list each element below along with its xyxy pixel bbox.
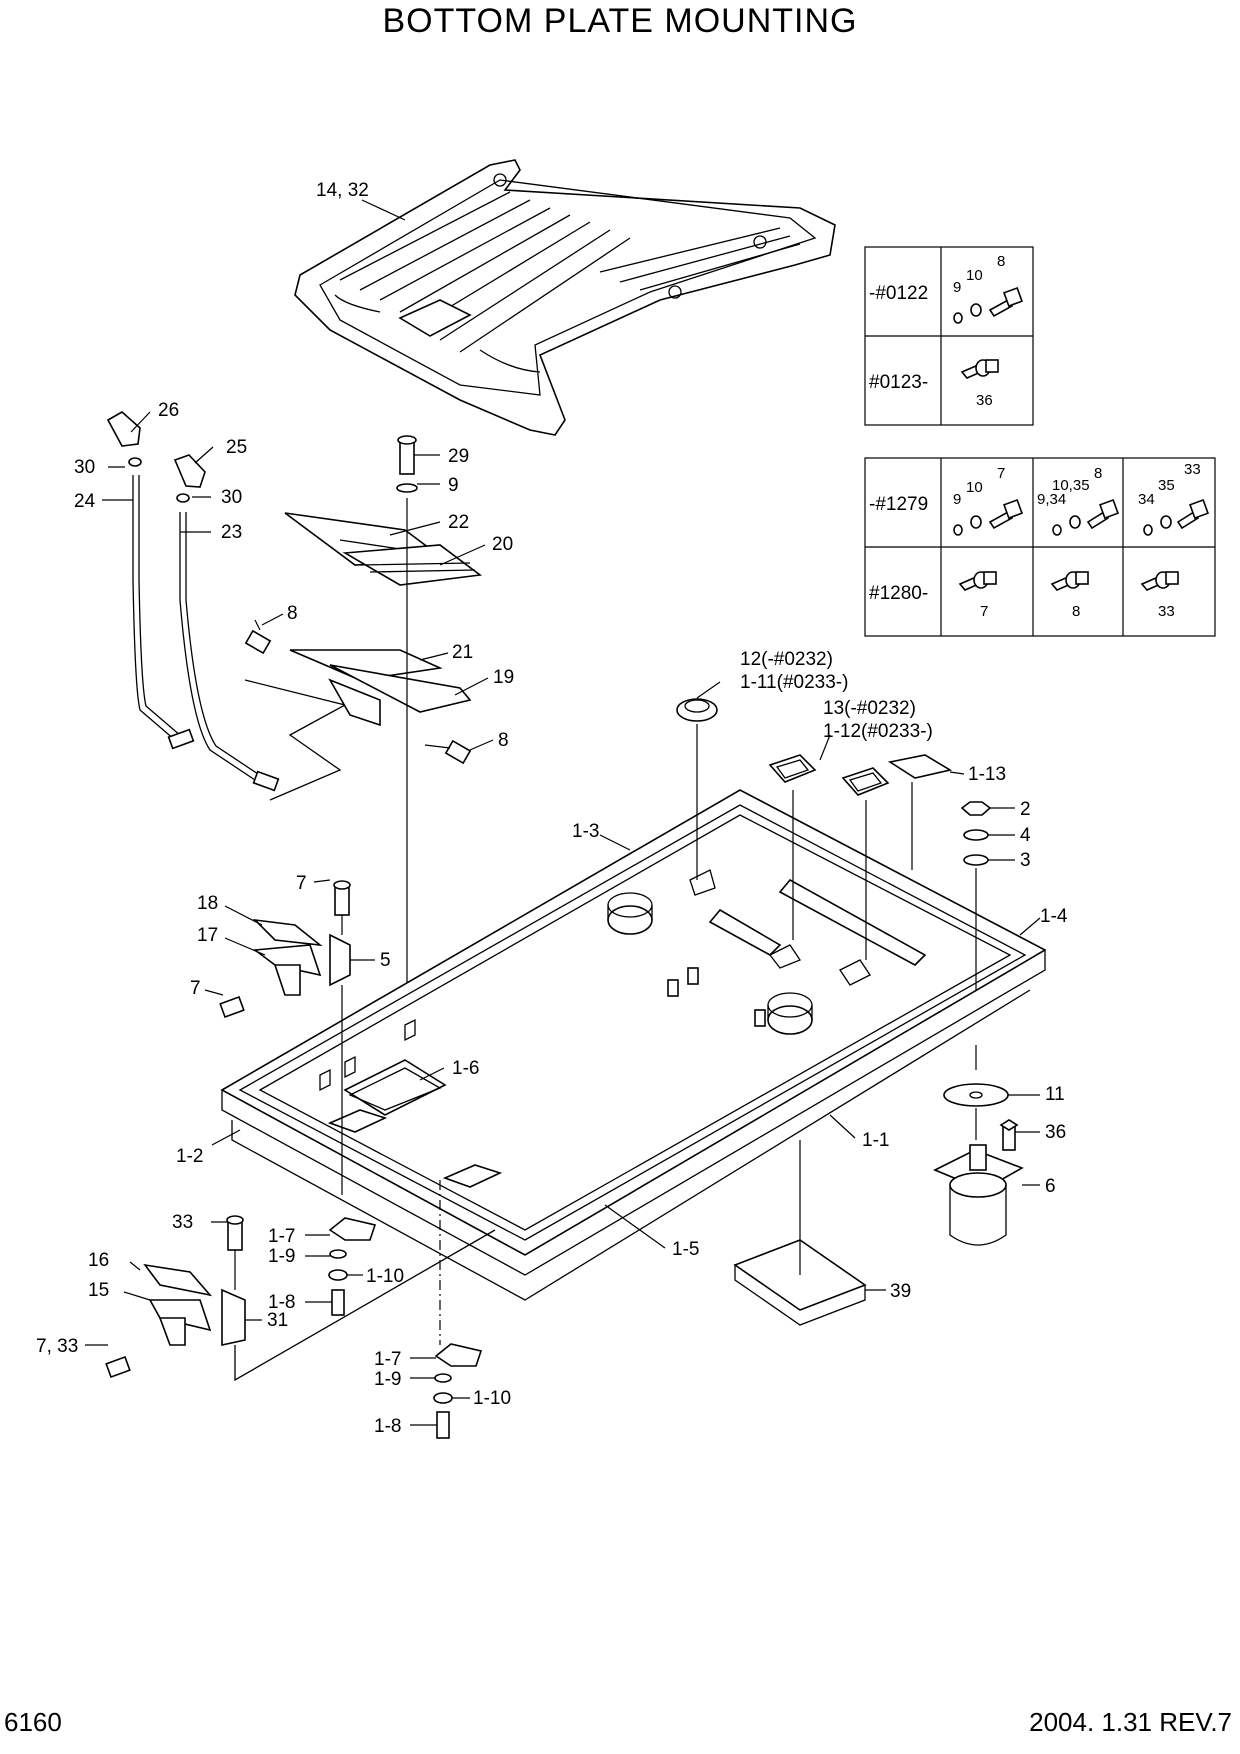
callout-1-2: 1-2 (176, 1146, 203, 1167)
callout-labels: 14, 32 26 25 30 30 24 23 29 9 22 20 8 21… (36, 180, 1068, 1437)
callout-6: 6 (1045, 1176, 1056, 1197)
table-b-r1-c1-lbl-2: 10 (966, 479, 983, 496)
callout-20: 20 (492, 534, 513, 555)
callout-1-3: 1-3 (572, 821, 599, 842)
callout-1-9a: 1-9 (268, 1246, 295, 1267)
serial-table-a: -#0122 #0123- 9 10 8 36 (864, 246, 1034, 426)
callout-1-12: 1-12(#0233-) (823, 721, 933, 742)
callout-16: 16 (88, 1250, 109, 1271)
callout-19: 19 (493, 667, 514, 688)
callout-14-32: 14, 32 (316, 180, 369, 201)
grommets (676, 698, 953, 960)
callout-1-7b: 1-7 (374, 1349, 401, 1370)
callout-1-10a: 1-10 (366, 1266, 404, 1287)
callout-1-8b: 1-8 (374, 1416, 401, 1437)
callout-1-10b: 1-10 (473, 1388, 511, 1409)
callout-1-13: 1-13 (968, 764, 1006, 785)
table-b-r1-c3-lbl-3: 33 (1184, 461, 1201, 478)
callout-1-4: 1-4 (1040, 906, 1068, 927)
callout-7-33: 7, 33 (36, 1336, 78, 1357)
callout-1-1: 1-1 (862, 1130, 889, 1151)
callout-11: 11 (1045, 1084, 1065, 1105)
floor-mat (294, 159, 836, 436)
callout-1-7a: 1-7 (268, 1226, 295, 1247)
callout-21: 21 (452, 642, 473, 663)
table-b-r1-c1-lbl-3: 7 (997, 465, 1005, 482)
revision-date: 2004. 1.31 REV.7 (1029, 1707, 1232, 1737)
page-number: 6160 (4, 1707, 62, 1737)
callout-7a: 7 (296, 873, 307, 894)
callout-23: 23 (221, 522, 242, 543)
callout-30a: 30 (74, 457, 95, 478)
callout-1-5: 1-5 (672, 1239, 699, 1260)
table-a-r2-lbl-1: 36 (976, 392, 993, 409)
callout-22: 22 (448, 512, 469, 533)
table-b-r1-c1-lbl-1: 9 (953, 491, 961, 508)
page-title: BOTTOM PLATE MOUNTING (382, 2, 858, 40)
callout-1-9b: 1-9 (374, 1369, 401, 1390)
callout-3: 3 (1020, 850, 1031, 871)
callout-15: 15 (88, 1280, 109, 1301)
upper-bracket (219, 880, 351, 1195)
table-a-r1-lbl-3: 8 (997, 253, 1005, 270)
serial-table-b: -#1279 #1280- 9 10 7 9,34 10,35 8 34 35 … (864, 457, 1216, 637)
table-b-r2-c3-lbl: 33 (1158, 603, 1175, 620)
table-b-serial-2: #1280- (869, 583, 928, 604)
callout-1-8a: 1-8 (268, 1292, 295, 1313)
table-b-r1-c2-lbl-3: 8 (1094, 465, 1102, 482)
table-b-r1-c2-lbl-2: 10,35 (1052, 477, 1090, 494)
callout-5: 5 (380, 950, 391, 971)
callout-30b: 30 (221, 487, 242, 508)
lever-assembly (106, 411, 347, 801)
table-a-serial-1: -#0122 (869, 283, 928, 304)
callout-8a: 8 (287, 603, 298, 624)
callout-9: 9 (448, 475, 459, 496)
callout-2: 2 (1020, 799, 1031, 820)
table-b-r2-c2-lbl: 8 (1072, 603, 1080, 620)
callout-36: 36 (1045, 1122, 1066, 1143)
pad (733, 1140, 867, 1326)
callout-12: 12(-#0232) (740, 649, 833, 670)
callout-25: 25 (226, 437, 247, 458)
mount-hardware (933, 801, 1024, 1246)
table-b-r1-c3-lbl-2: 35 (1158, 477, 1175, 494)
callout-7b: 7 (190, 978, 201, 999)
callout-31: 31 (267, 1310, 288, 1331)
pedal-assembly (244, 435, 483, 1030)
table-b-r1-c2-lbl-1: 9,34 (1037, 491, 1066, 508)
table-b-r2-c1-lbl: 7 (980, 603, 988, 620)
callout-1-6: 1-6 (452, 1058, 479, 1079)
callout-29: 29 (448, 446, 469, 467)
table-b-r1-c3-lbl-1: 34 (1138, 491, 1155, 508)
callout-26: 26 (158, 400, 179, 421)
callout-4: 4 (1020, 825, 1031, 846)
callout-33: 33 (172, 1212, 193, 1233)
callout-8b: 8 (498, 730, 509, 751)
table-a-r1-lbl-1: 9 (953, 279, 961, 296)
callout-17: 17 (197, 925, 218, 946)
callout-39: 39 (890, 1281, 911, 1302)
callout-18: 18 (197, 893, 218, 914)
table-a-serial-2: #0123- (869, 372, 928, 393)
lower-bracket (105, 1215, 496, 1382)
callout-1-11: 1-11(#0233-) (740, 672, 848, 693)
table-b-serial-1: -#1279 (869, 494, 928, 515)
callout-13: 13(-#0232) (823, 698, 916, 719)
clamp-hardware (328, 1180, 483, 1439)
leader-lines (85, 411, 1041, 1426)
bottom-plate (220, 789, 1047, 1301)
callout-24: 24 (74, 491, 96, 512)
table-a-r1-lbl-2: 10 (966, 267, 983, 284)
